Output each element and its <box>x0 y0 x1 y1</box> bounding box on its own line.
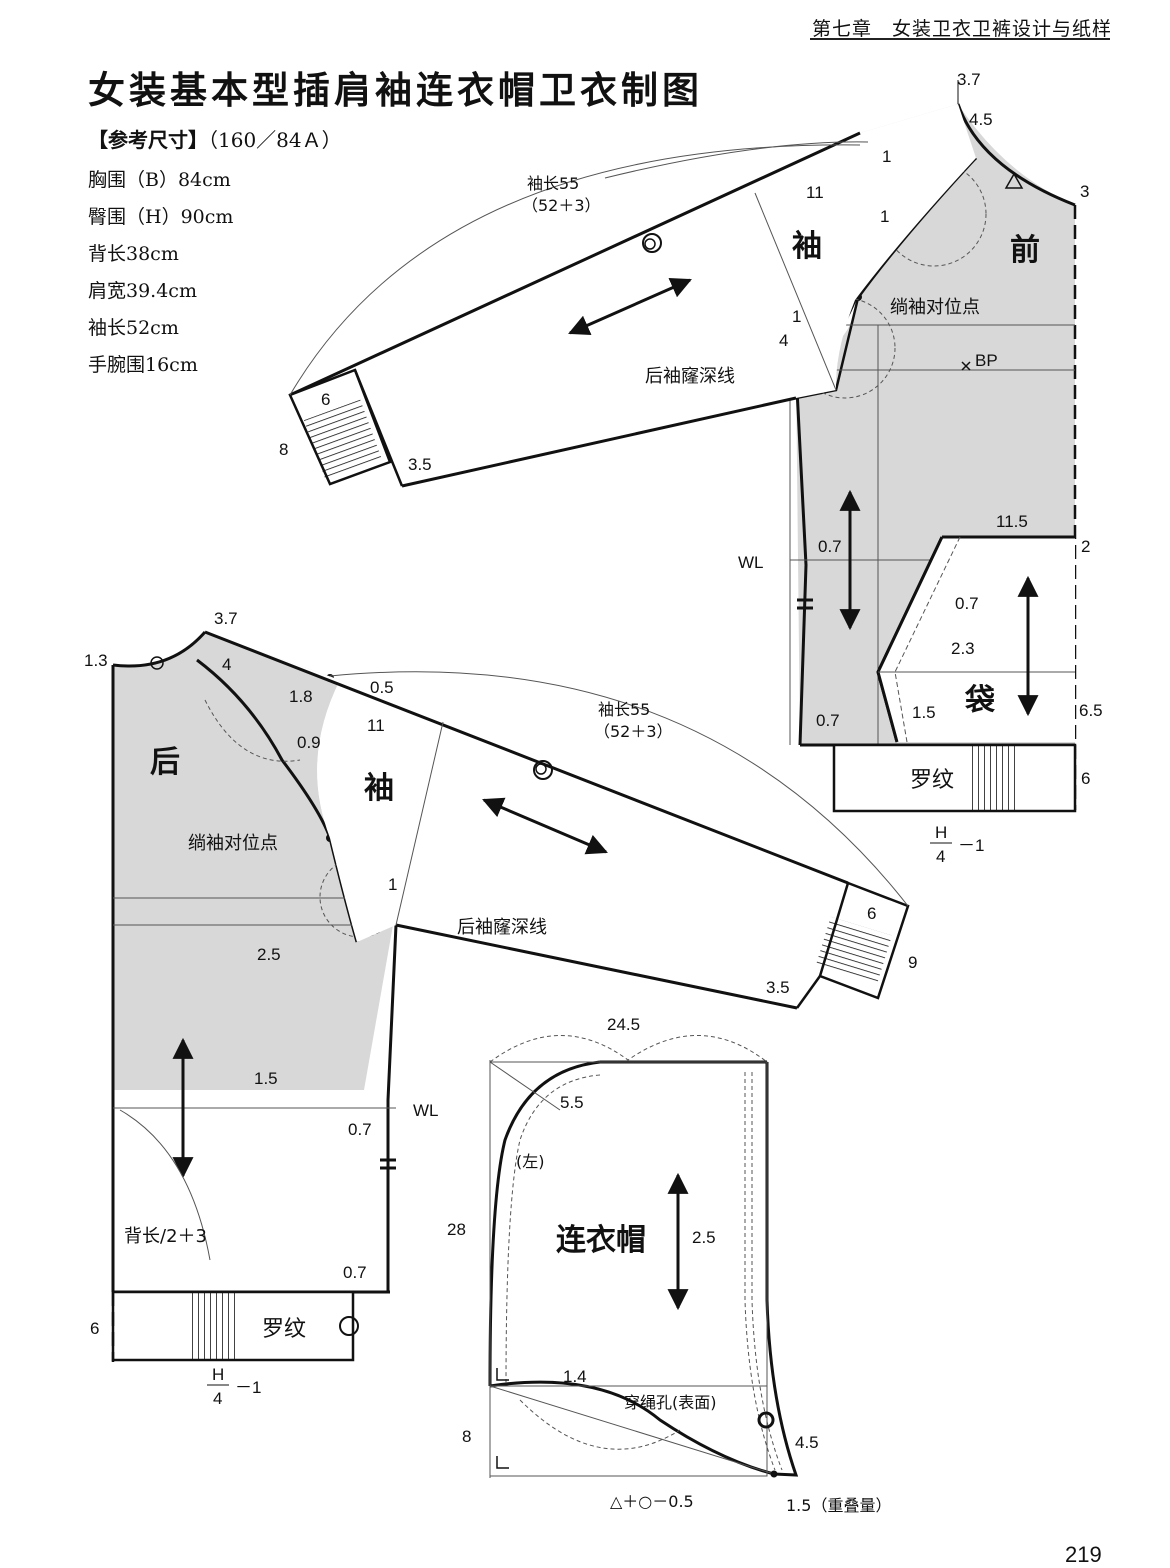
hood-piece <box>488 1035 799 1478</box>
hood-dimensions: 24.5 5.5 28 2.5 1.4 4.5 8 <box>447 1015 819 1452</box>
reference-size-value: （160／84Ａ） <box>208 128 342 152</box>
front-dim: 3 <box>1080 182 1089 201</box>
front-dim: 1.5 <box>912 703 936 722</box>
measurement-bust: 胸围（B）84cm <box>88 169 231 191</box>
back-sleeve-length-detail: （52＋3） <box>594 722 673 741</box>
front-dim: 2 <box>1081 537 1090 556</box>
front-hem-tail: －1 <box>958 836 984 855</box>
front-dim: 3.5 <box>408 455 432 474</box>
hood-drawstring-label: 穿绳孔(表面) <box>624 1393 717 1412</box>
hood-dim: 1.4 <box>563 1367 587 1386</box>
header-rule <box>810 38 1110 40</box>
back-dim: 3.7 <box>214 609 238 628</box>
hood-dim: 24.5 <box>607 1015 640 1034</box>
back-dim: 2.5 <box>257 945 281 964</box>
back-dim: 1.5 <box>254 1069 278 1088</box>
front-sleeve-length-detail: （52＋3） <box>522 196 601 215</box>
front-dim: 0.7 <box>816 711 840 730</box>
back-notch-label: 绱袖对位点 <box>188 833 278 854</box>
back-dim: 11 <box>367 716 385 735</box>
back-dim: 0.9 <box>297 733 321 752</box>
front-armhole-label: 后袖窿深线 <box>645 366 735 387</box>
back-dim: 6 <box>867 904 876 923</box>
hood-dim: 2.5 <box>692 1228 716 1247</box>
front-dim: 0.7 <box>955 594 979 613</box>
front-hem-den: 4 <box>936 847 945 866</box>
back-sleeve-length: 袖长55 <box>598 700 650 719</box>
hood-dim: 5.5 <box>560 1093 584 1112</box>
page-number: 219 <box>1065 1542 1102 1567</box>
hood-left-label: (左) <box>516 1152 545 1171</box>
back-label: 后 <box>150 745 180 780</box>
front-dimensions: 3.7 4.5 1 11 3 1 1 4 6 8 3.5 11.5 2 0.7 … <box>279 70 1103 788</box>
hood-dim: 28 <box>447 1220 466 1239</box>
front-bodice <box>789 80 1077 813</box>
back-dimensions: 3.7 1.3 4 1.8 0.5 11 0.9 1 2.5 6 9 3.5 1… <box>84 609 917 1338</box>
front-rib-label: 罗纹 <box>910 768 954 793</box>
front-dim: 6.5 <box>1079 701 1103 720</box>
back-armhole-label: 后袖窿深线 <box>457 917 547 938</box>
back-dim: 1.3 <box>84 651 108 670</box>
front-dim: 6 <box>321 390 330 409</box>
front-dim: 2.3 <box>951 639 975 658</box>
back-dim: 4 <box>222 655 231 674</box>
page-title: 女装基本型插肩袖连衣帽卫衣制图 <box>88 69 703 112</box>
front-dim: 1 <box>882 147 891 166</box>
measurement-sleeve: 袖长52cm <box>88 317 179 339</box>
front-notch-label: 绱袖对位点 <box>890 297 980 318</box>
chapter-header: 第七章 女装卫衣卫裤设计与纸样 <box>812 18 1113 40</box>
front-bp-label: BP <box>975 351 998 370</box>
reference-label: 【参考尺寸】 <box>88 128 208 152</box>
back-hem-den: 4 <box>213 1389 222 1408</box>
back-wl-label: WL <box>413 1101 439 1120</box>
front-dim: 1 <box>880 207 889 226</box>
back-dim: 3.5 <box>766 978 790 997</box>
front-dim: 11 <box>806 183 824 202</box>
measurement-shoulder: 肩宽39.4cm <box>88 280 197 302</box>
back-bodice <box>111 631 401 1362</box>
back-length-label: 背长/2＋3 <box>124 1226 207 1247</box>
front-dim: 11.5 <box>996 512 1028 531</box>
front-hem-num: H <box>935 823 947 842</box>
front-sleeve-label: 袖 <box>792 229 822 264</box>
front-dim: 6 <box>1081 769 1090 788</box>
back-dim: 0.5 <box>370 678 394 697</box>
back-hem-tail: －1 <box>235 1378 261 1397</box>
back-dim: 0.7 <box>343 1263 367 1282</box>
back-dim: 0.7 <box>348 1120 372 1139</box>
measurement-back-length: 背长38cm <box>88 243 179 265</box>
front-dim: 8 <box>279 440 288 459</box>
front-dim: 4.5 <box>969 110 993 129</box>
hood-dim: 8 <box>462 1427 471 1446</box>
front-wl-label: WL <box>738 553 764 572</box>
hood-bottom-formula: △＋○－0.5 <box>610 1492 694 1511</box>
front-dim: 0.7 <box>818 537 842 556</box>
front-dim: 1 <box>792 307 801 326</box>
back-rib-label: 罗纹 <box>262 1317 306 1342</box>
hood-label: 连衣帽 <box>556 1223 646 1258</box>
measurement-hip: 臀围（H）90cm <box>88 206 234 228</box>
back-sleeve-label: 袖 <box>364 771 394 806</box>
front-sleeve <box>288 104 976 488</box>
back-dim: 1.8 <box>289 687 313 706</box>
back-sleeve <box>204 630 910 1010</box>
front-dim: 4 <box>779 331 788 350</box>
front-label: 前 <box>1010 233 1040 268</box>
measurement-wrist: 手腕围16cm <box>88 354 198 376</box>
front-sleeve-length: 袖长55 <box>527 174 579 193</box>
back-dim: 1 <box>388 875 397 894</box>
front-dim: 3.7 <box>957 70 981 89</box>
back-hem-num: H <box>212 1365 224 1384</box>
back-dim: 6 <box>90 1319 99 1338</box>
reference-size: 【参考尺寸】（160／84Ａ） <box>88 124 342 153</box>
front-pocket-label: 袋 <box>964 683 995 718</box>
back-dim: 9 <box>908 953 917 972</box>
hood-overlap-label: 1.5（重叠量） <box>786 1496 891 1515</box>
hood-dim: 4.5 <box>795 1433 819 1452</box>
